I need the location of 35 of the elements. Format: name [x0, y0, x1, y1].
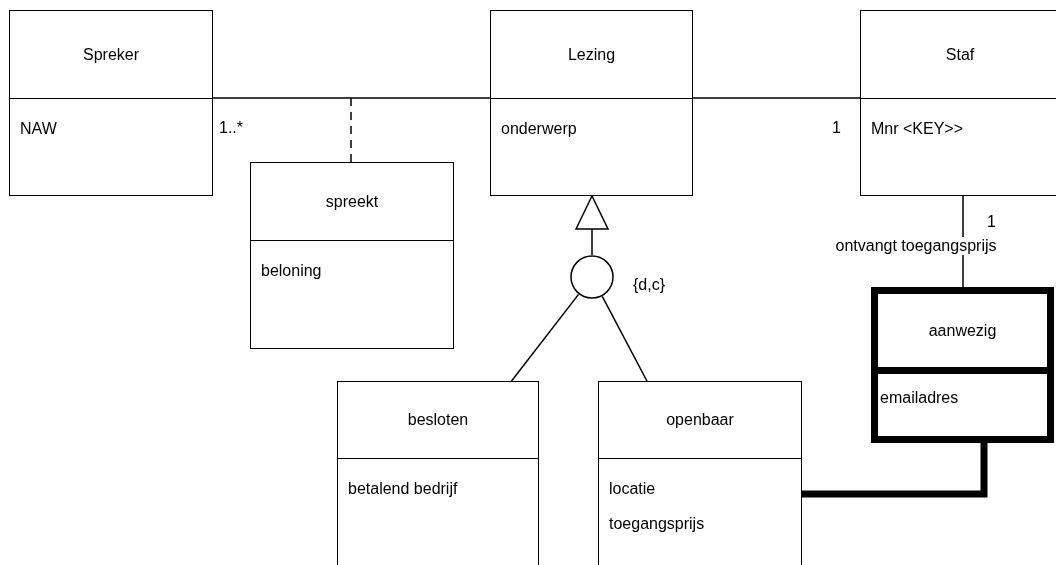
class-name: Lezing [567, 45, 616, 64]
class-name: besloten [407, 411, 469, 429]
association-line [692, 97, 861, 99]
multiplicity-label: 1 [987, 213, 996, 231]
class-box [337, 381, 539, 565]
attribute: emailadres [880, 388, 959, 408]
class-box [860, 10, 1056, 196]
attribute: beloning [261, 261, 322, 281]
attribute: onderwerp [501, 119, 577, 139]
attribute: betalend bedrijf [348, 479, 458, 499]
dashed-line [350, 97, 352, 163]
weak-entity-box [871, 287, 1054, 443]
attribute: Mnr <KEY>> [871, 119, 964, 139]
association-line [510, 293, 580, 382]
edge-label: ontvangt toegangsprijs [833, 237, 999, 255]
class-name: Spreker [83, 45, 139, 64]
multiplicity-label: 1 [832, 119, 841, 137]
class-name: aanwezig [928, 321, 997, 340]
generalization-arrow [575, 195, 609, 256]
attribute: locatie [609, 479, 656, 499]
attribute: toegangsprijs [609, 514, 705, 534]
class-name: spreekt [325, 192, 379, 211]
constraint-label: {d,c} [633, 276, 666, 294]
class-box [490, 10, 693, 196]
association-line [802, 443, 988, 498]
junction-circle [570, 255, 614, 299]
class-box [9, 10, 213, 196]
class-name: Staf [945, 45, 975, 64]
class-box [250, 162, 454, 349]
association-line [212, 97, 491, 99]
class-box [598, 381, 802, 565]
multiplicity-label: 1..* [219, 119, 243, 137]
association-line [601, 295, 648, 382]
class-name: openbaar [666, 411, 734, 429]
attribute: NAW [20, 119, 57, 139]
